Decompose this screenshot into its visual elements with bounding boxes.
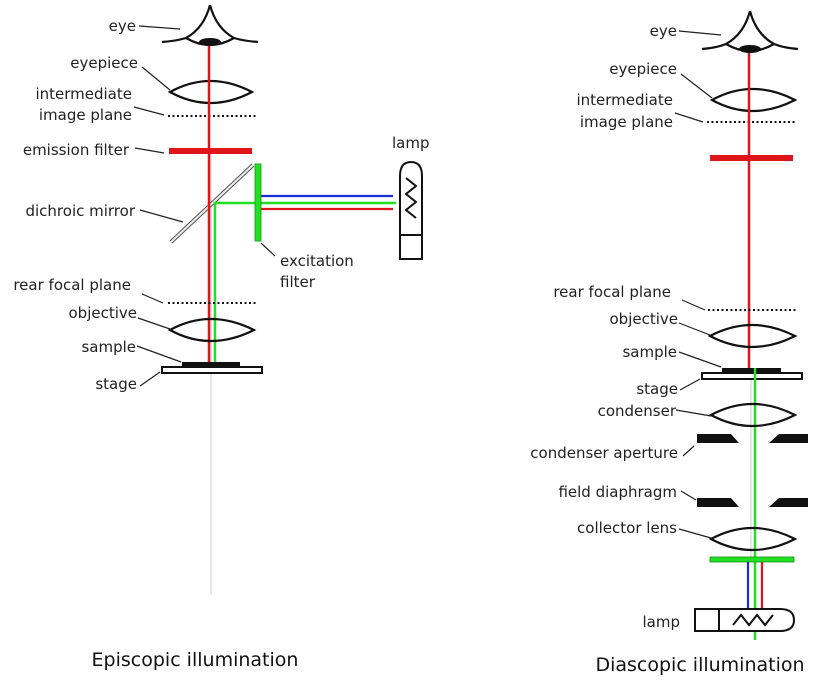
dichroic-mirror-inner xyxy=(170,164,254,243)
excitation-label-line1: excitation xyxy=(280,252,354,270)
sample-leader xyxy=(136,345,182,363)
stage xyxy=(161,366,263,374)
condenser-aperture-leader xyxy=(682,445,695,457)
intermediate-label-right-line2: image plane xyxy=(580,113,673,131)
objective-leader xyxy=(137,317,171,330)
eye-label-right: eye xyxy=(650,22,677,40)
intermediate-label-line1: intermediate xyxy=(35,85,132,103)
diascopic-caption: Diascopic illumination xyxy=(595,654,804,676)
lamp-label: lamp xyxy=(392,134,430,152)
condenser-aperture-right xyxy=(769,434,808,443)
eyepiece-lens xyxy=(167,79,255,105)
eyepiece-leader xyxy=(141,66,171,91)
field-diaphragm-label: field diaphragm xyxy=(558,483,677,501)
objective-label-right: objective xyxy=(610,310,679,328)
objective-lens xyxy=(167,317,257,343)
rear-focal-plane-leader-right xyxy=(681,299,706,311)
excitation-filter-leader xyxy=(260,242,276,257)
field-diaphragm-leader xyxy=(680,490,697,501)
rear-focal-plane-label: rear focal plane xyxy=(13,276,131,294)
stage-leader xyxy=(139,371,161,387)
excitation-beam-green xyxy=(213,201,396,363)
sample-leader-right xyxy=(678,351,722,368)
sample xyxy=(182,362,240,367)
rear-focal-plane-label-right: rear focal plane xyxy=(553,283,671,301)
eye-label: eye xyxy=(109,17,136,35)
eye-icon-right xyxy=(701,10,799,53)
objective-leader-right xyxy=(678,322,711,336)
field-diaphragm-left xyxy=(697,498,739,507)
condenser-label: condenser xyxy=(598,402,677,420)
stage-label: stage xyxy=(95,375,137,393)
collector-lens xyxy=(708,526,798,552)
objective-lens-right xyxy=(707,323,798,349)
rear-focal-plane-leader xyxy=(141,293,164,304)
eye-leader xyxy=(138,25,181,30)
collector-lens-leader xyxy=(678,528,712,539)
sample-right xyxy=(722,368,781,373)
condenser-aperture-left xyxy=(697,434,739,443)
sample-label: sample xyxy=(81,338,136,356)
stage-leader-right xyxy=(679,378,701,391)
lamp-icon xyxy=(399,160,423,260)
emission-filter-label: emission filter xyxy=(23,141,130,159)
sample-label-right: sample xyxy=(622,343,677,361)
stage-label-right: stage xyxy=(636,380,678,398)
intermediate-label-line2: image plane xyxy=(39,106,132,124)
dichroic-mirror-leader xyxy=(139,209,184,223)
episcopic-diagram: eye eyepiece intermediate image plane em… xyxy=(13,4,430,671)
objective-label: objective xyxy=(69,304,138,322)
collector-lens-label: collector lens xyxy=(577,519,677,537)
excitation-label-line2: filter xyxy=(280,273,316,291)
emission-filter-right xyxy=(710,155,793,161)
emission-filter-leader xyxy=(134,147,165,154)
intermediate-leader-right xyxy=(674,112,704,123)
eyepiece-label: eyepiece xyxy=(70,54,138,72)
diascopic-diagram: eye eyepiece intermediate image plane re… xyxy=(530,10,808,676)
eye-leader-right xyxy=(678,30,722,36)
stage-right xyxy=(701,372,803,380)
lamp-label-right: lamp xyxy=(643,613,681,631)
eye-icon xyxy=(161,4,259,47)
eyepiece-lens-right xyxy=(709,87,798,113)
intermediate-label-right-line1: intermediate xyxy=(576,91,673,109)
emission-filter xyxy=(169,148,252,154)
eyepiece-label-right: eyepiece xyxy=(609,60,677,78)
condenser-aperture-label: condenser aperture xyxy=(530,444,678,462)
excitation-filter-right xyxy=(709,556,795,563)
condenser-leader xyxy=(675,409,712,417)
dichroic-mirror-label: dichroic mirror xyxy=(25,202,135,220)
condenser-lens xyxy=(708,402,798,428)
lamp-icon-right xyxy=(694,608,796,632)
excitation-filter xyxy=(254,163,262,242)
field-diaphragm-right xyxy=(769,498,808,507)
eyepiece-leader-right xyxy=(680,73,713,99)
intermediate-leader xyxy=(133,106,165,116)
episcopic-caption: Episcopic illumination xyxy=(92,649,299,671)
